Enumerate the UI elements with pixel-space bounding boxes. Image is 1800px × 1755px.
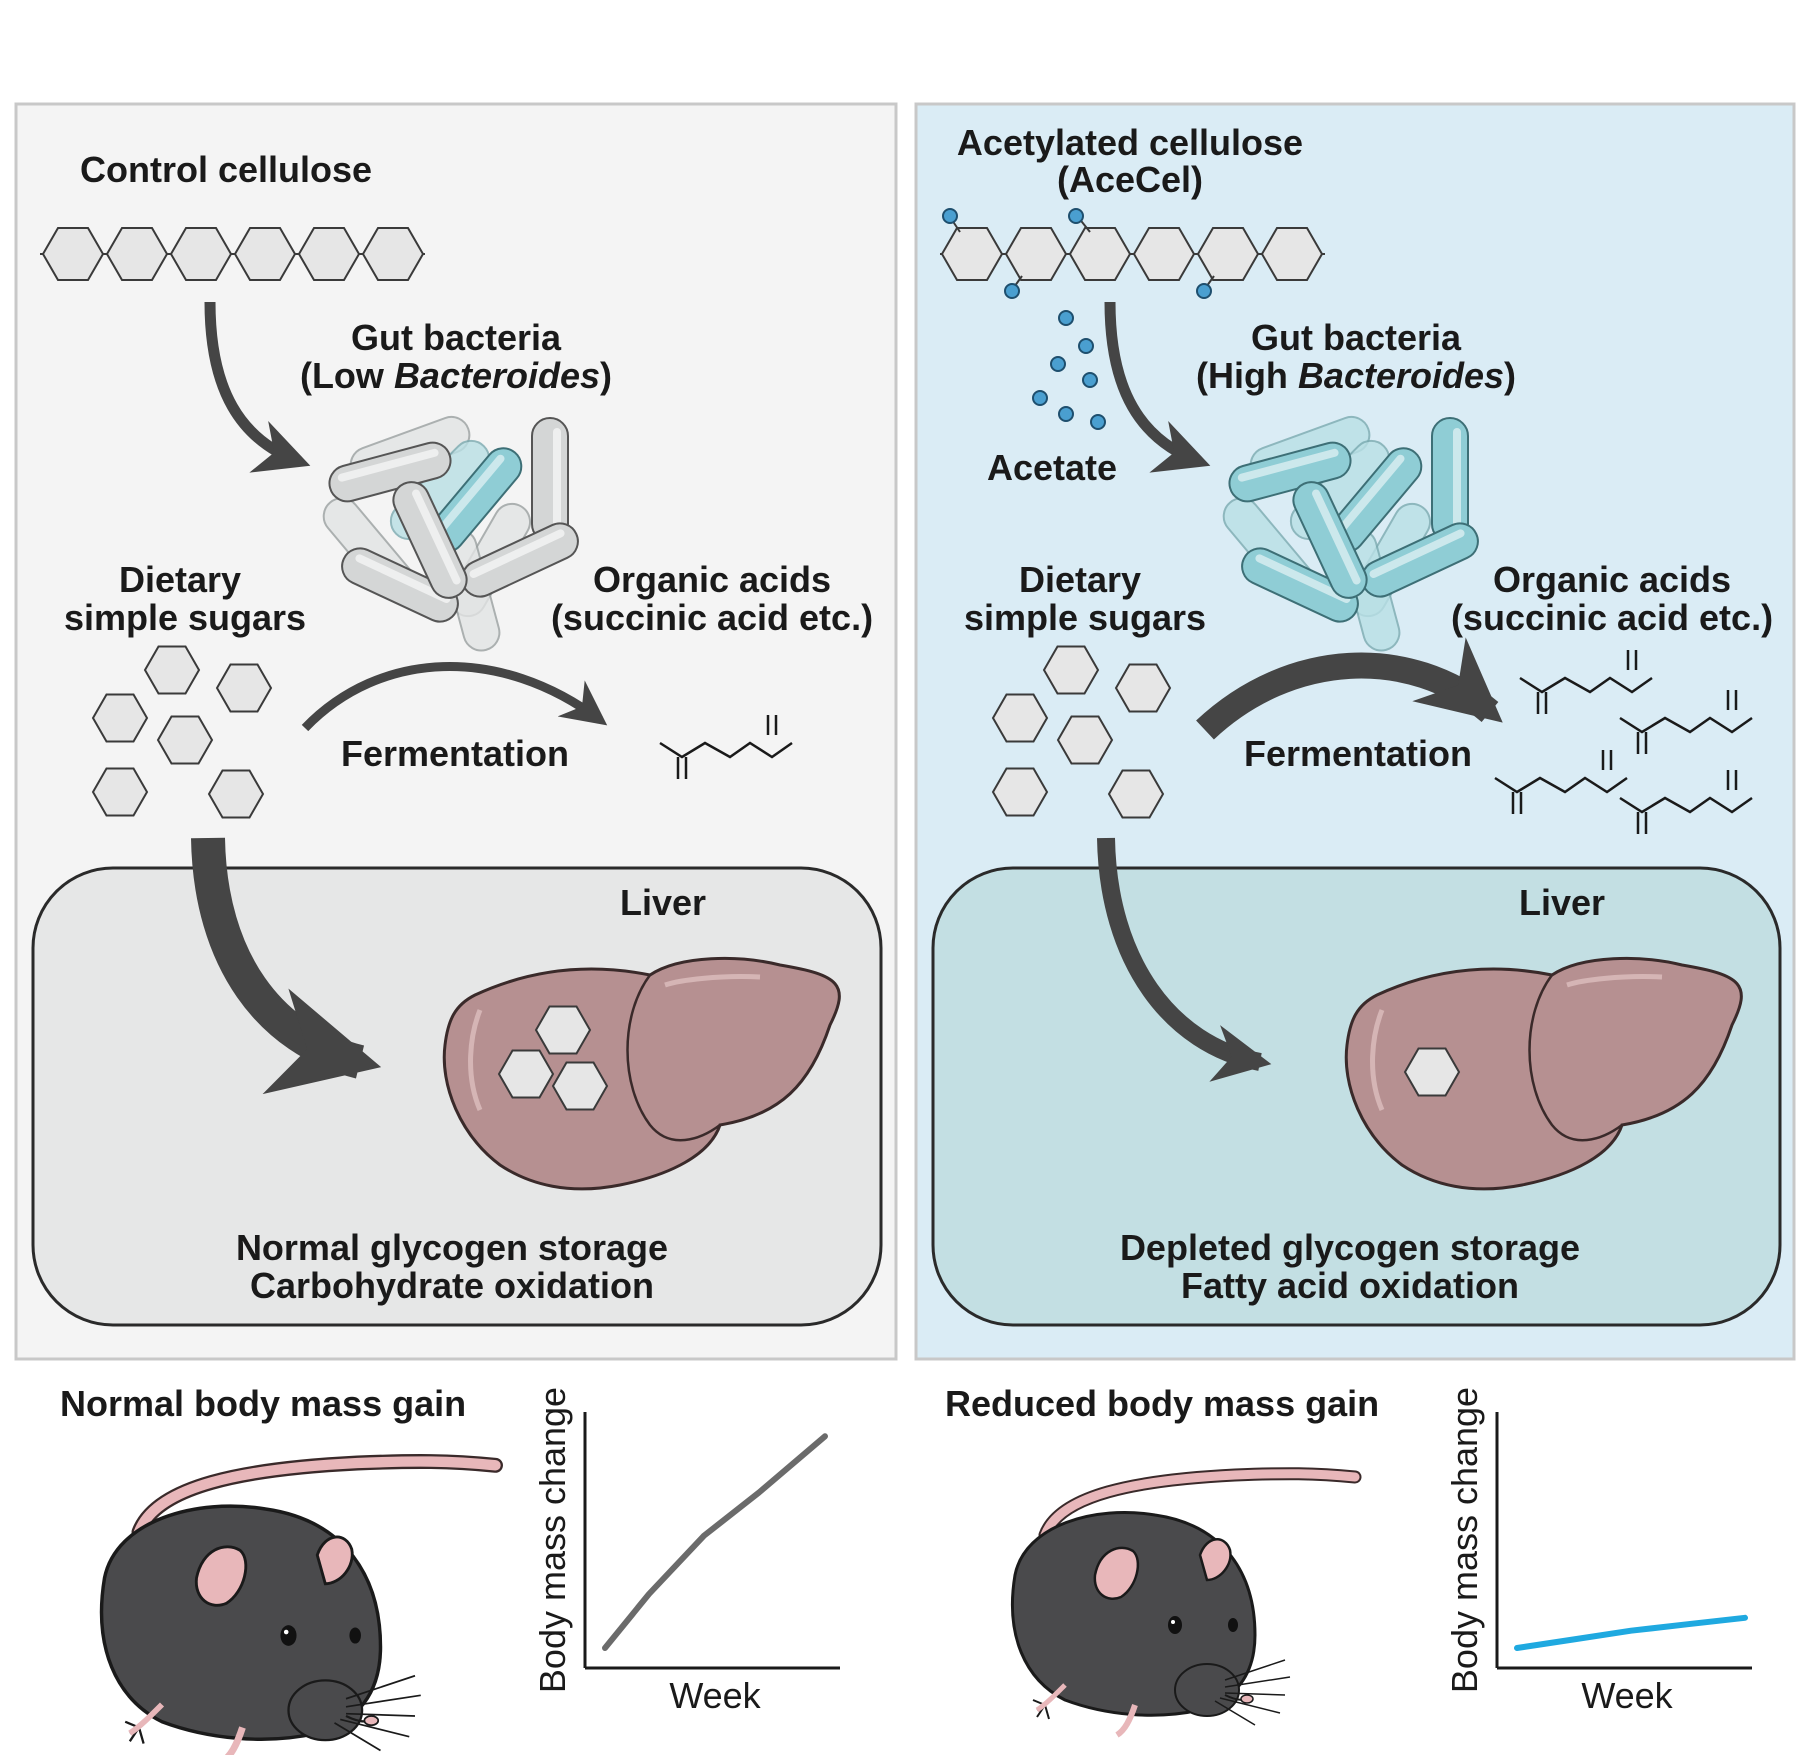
- sugars-label-acecel: Dietary: [1019, 559, 1141, 600]
- acids-label: Organic acids: [593, 559, 831, 600]
- cellulose-to-bacteria-arrow: [204, 301, 311, 473]
- outcome-label-acecel-sub: Fatty acid oxidation: [1181, 1265, 1519, 1306]
- acids-label-acecel-sub: (succinic acid etc.): [1451, 597, 1773, 638]
- chart-right: Body mass change Week: [1444, 1387, 1752, 1716]
- mouse-illustration-right: [1012, 1474, 1355, 1735]
- acids-label-sub: (succinic acid etc.): [551, 597, 873, 638]
- bacteria-label-acecel-sub: (High Bacteroides): [1196, 355, 1516, 396]
- liver-label: Liver: [620, 882, 706, 923]
- chart-right-x-label: Week: [1581, 1675, 1673, 1716]
- chart-left-series-line: [602, 1433, 828, 1651]
- cellulose-chain: [40, 227, 425, 281]
- sugars-label-sub: simple sugars: [64, 597, 306, 638]
- fermentation-label: Fermentation: [341, 733, 569, 774]
- bacteria-label: Gut bacteria: [351, 317, 562, 358]
- acetate-dots: [1032, 310, 1106, 430]
- sugar-to-liver-arrow-acecel: [1097, 837, 1272, 1082]
- fermentation-label-acecel: Fermentation: [1244, 733, 1472, 774]
- sugars-label-acecel-sub: simple sugars: [964, 597, 1206, 638]
- right-panel-title-sub: (AceCel): [1057, 159, 1203, 200]
- mouse-illustration-left: [102, 1461, 496, 1755]
- right-panel-title: Acetylated cellulose: [957, 122, 1303, 163]
- chart-left: Body mass change Week: [532, 1387, 840, 1716]
- bacteria-label-sub: (Low Bacteroides): [300, 355, 612, 396]
- chart-left-y-label: Body mass change: [532, 1387, 573, 1693]
- chart-right-series-line: [1514, 1614, 1748, 1651]
- right-mass-title: Reduced body mass gain: [945, 1383, 1379, 1424]
- acetate-label: Acetate: [987, 447, 1117, 488]
- chart-right-y-label: Body mass change: [1444, 1387, 1485, 1693]
- fermentation-arrow-acecel: [1196, 637, 1503, 740]
- outcome-label: Normal glycogen storage: [236, 1227, 668, 1268]
- acids-label-acecel: Organic acids: [1493, 559, 1731, 600]
- left-panel: Control cellulose Gut bacteria (Low Bact…: [14, 102, 898, 1361]
- sugar-to-liver-arrow: [191, 837, 382, 1095]
- bacteria-label-acecel: Gut bacteria: [1251, 317, 1462, 358]
- cellulose-to-bacteria-arrow-acecel: [1104, 301, 1211, 473]
- left-mass-title: Normal body mass gain: [60, 1383, 466, 1424]
- outcome-label-acecel: Depleted glycogen storage: [1120, 1227, 1580, 1268]
- liver-label-acecel: Liver: [1519, 882, 1605, 923]
- right-panel: Acetylated cellulose (AceCel): [914, 102, 1796, 1361]
- chart-left-x-label: Week: [669, 1675, 761, 1716]
- sugars-label: Dietary: [119, 559, 241, 600]
- outcome-label-sub: Carbohydrate oxidation: [250, 1265, 654, 1306]
- acetylated-cellulose-chain: [940, 208, 1325, 299]
- left-panel-title: Control cellulose: [80, 149, 372, 190]
- fermentation-arrow: [301, 662, 608, 732]
